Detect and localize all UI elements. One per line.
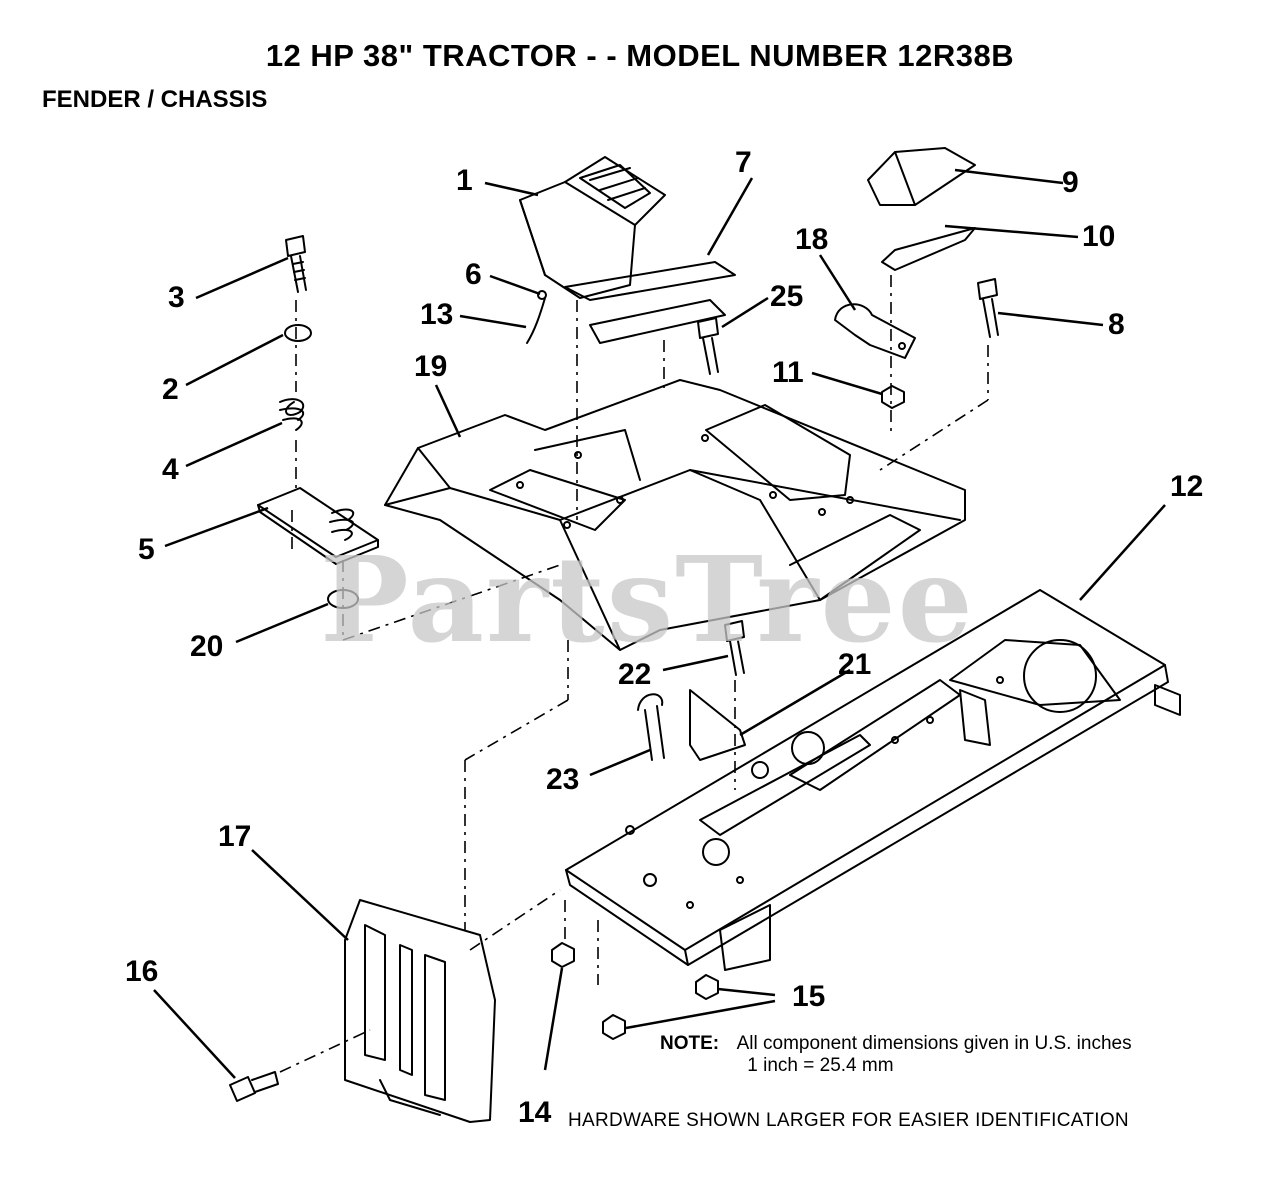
bolt-part-8[interactable] [977, 278, 999, 338]
callout-6[interactable]: 6 [465, 258, 482, 291]
callout-23[interactable]: 23 [546, 763, 580, 796]
nut-part-15a[interactable] [695, 974, 719, 1000]
callout-8[interactable]: 8 [1108, 308, 1125, 341]
bolt-part-22[interactable] [724, 620, 745, 676]
callout-17[interactable]: 17 [218, 820, 252, 853]
callout-20[interactable]: 20 [190, 630, 224, 663]
note-block: NOTE: All component dimensions given in … [660, 1033, 1132, 1077]
bolt-part-25[interactable] [697, 317, 719, 375]
callout-10[interactable]: 10 [1082, 220, 1116, 253]
nut-part-14[interactable] [551, 942, 575, 968]
callout-12[interactable]: 12 [1170, 470, 1204, 503]
nut-part-15b[interactable] [602, 1014, 626, 1040]
section-subtitle: FENDER / CHASSIS [42, 86, 268, 113]
callout-4[interactable]: 4 [162, 453, 179, 486]
fender-part-19[interactable] [384, 379, 966, 651]
cover-part-9[interactable] [867, 147, 976, 206]
nut-part-11[interactable] [881, 385, 905, 409]
callout-11[interactable]: 11 [772, 356, 804, 389]
callout-2[interactable]: 2 [162, 373, 179, 406]
leader-lines [153, 168, 1166, 1079]
bracket-part-21[interactable] [689, 689, 746, 761]
bracket-part-5[interactable] [257, 487, 379, 565]
bolt-part-16[interactable] [229, 1071, 279, 1102]
panel-part-17[interactable] [344, 899, 496, 1123]
spring-part-4[interactable] [279, 398, 305, 431]
callout-19[interactable]: 19 [414, 350, 448, 383]
clip-part-6[interactable] [526, 290, 547, 344]
callout-18[interactable]: 18 [795, 223, 829, 256]
note-label: NOTE: [660, 1033, 720, 1054]
callout-9[interactable]: 9 [1062, 166, 1079, 199]
note-line-1: All component dimensions given in U.S. i… [736, 1033, 1132, 1054]
plate-part-10[interactable] [881, 227, 976, 271]
callout-15[interactable]: 15 [792, 980, 826, 1013]
bolt-part-3[interactable] [285, 235, 307, 293]
callout-13[interactable]: 13 [420, 298, 454, 331]
callout-3[interactable]: 3 [168, 281, 185, 314]
clamp-part-18[interactable] [834, 303, 916, 359]
callout-7[interactable]: 7 [735, 146, 752, 179]
washer-part-2[interactable] [284, 324, 312, 342]
callout-16[interactable]: 16 [125, 955, 159, 988]
callout-21[interactable]: 21 [838, 648, 872, 681]
hardware-note: HARDWARE SHOWN LARGER FOR EASIER IDENTIF… [568, 1110, 1129, 1131]
bolt-part-23[interactable] [637, 693, 665, 761]
callout-25[interactable]: 25 [770, 280, 804, 313]
callout-22[interactable]: 22 [618, 658, 652, 691]
pad-part-7[interactable] [564, 261, 736, 344]
callout-14[interactable]: 14 [518, 1096, 552, 1129]
callout-1[interactable]: 1 [456, 164, 473, 197]
diagram-title: 12 HP 38" TRACTOR - - MODEL NUMBER 12R38… [265, 38, 1015, 73]
alignment-lines [279, 275, 989, 1073]
chassis-frame-part-12[interactable] [565, 589, 1181, 971]
storage-box-part-1[interactable] [519, 156, 666, 299]
note-line-2: 1 inch = 25.4 mm [747, 1055, 894, 1076]
callout-5[interactable]: 5 [138, 533, 155, 566]
watermark-logo: PartsTree [320, 530, 975, 669]
